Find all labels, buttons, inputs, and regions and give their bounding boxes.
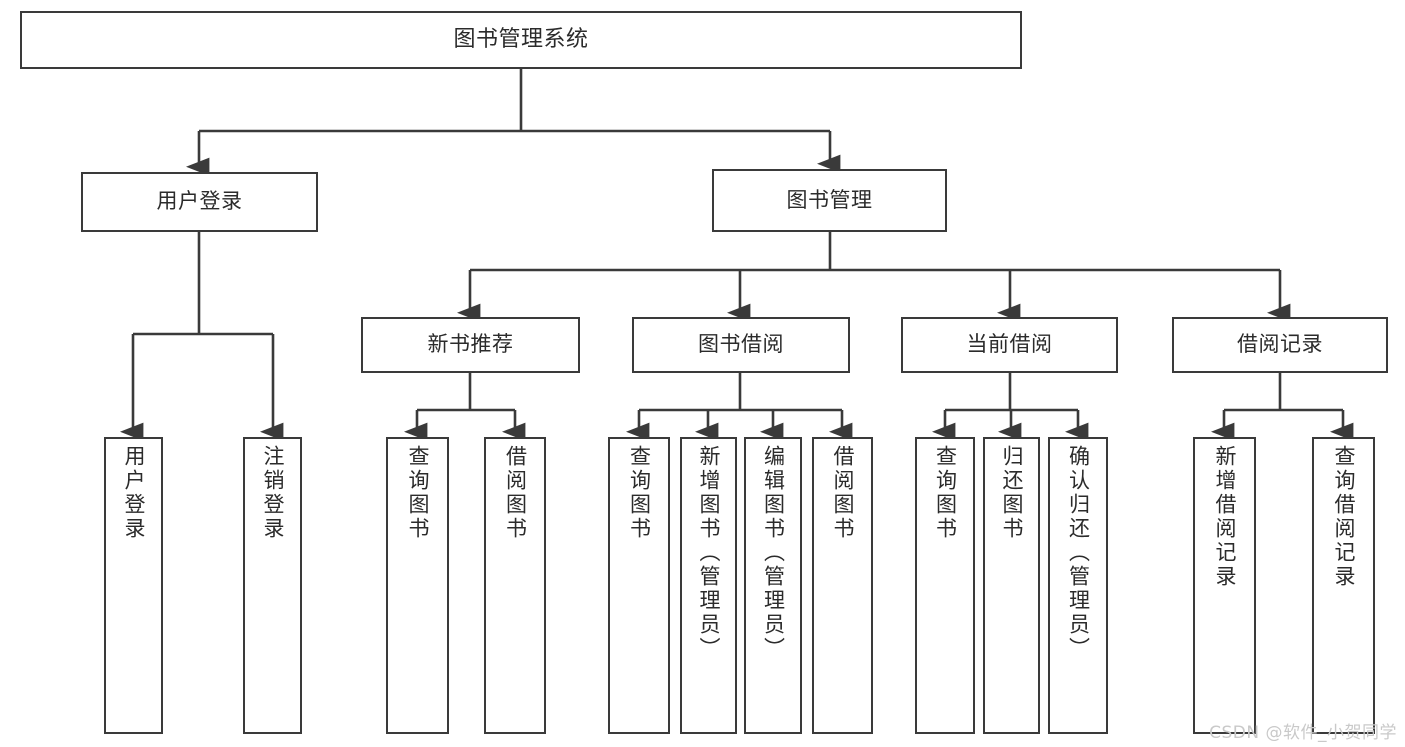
leaf-book-borrow-add-label: 新增图书（管理员） xyxy=(697,445,721,661)
node-new-book-recommend[interactable]: 新书推荐 xyxy=(361,317,580,373)
leaf-book-borrow-lend-label: 借阅图书 xyxy=(831,445,855,541)
leaf-current-borrow-confirm[interactable]: 确认归还（管理员） xyxy=(1048,437,1108,734)
leaf-book-borrow-query-label: 查询图书 xyxy=(627,445,652,541)
leaf-new-book-query[interactable]: 查询图书 xyxy=(386,437,449,734)
node-borrow-record[interactable]: 借阅记录 xyxy=(1172,317,1388,373)
leaf-book-borrow-lend[interactable]: 借阅图书 xyxy=(812,437,873,734)
leaf-borrow-record-add-label: 新增借阅记录 xyxy=(1213,445,1237,589)
leaf-book-borrow-add[interactable]: 新增图书（管理员） xyxy=(680,437,737,734)
leaf-new-book-borrow-label: 借阅图书 xyxy=(503,445,528,541)
leaf-borrow-record-query[interactable]: 查询借阅记录 xyxy=(1312,437,1375,734)
node-current-borrow[interactable]: 当前借阅 xyxy=(901,317,1118,373)
leaf-current-borrow-return-label: 归还图书 xyxy=(1000,445,1024,541)
leaf-book-borrow-edit-label: 编辑图书（管理员） xyxy=(761,445,786,661)
node-root-system[interactable]: 图书管理系统 xyxy=(20,11,1022,69)
leaf-book-borrow-edit[interactable]: 编辑图书（管理员） xyxy=(744,437,802,734)
leaf-new-book-borrow[interactable]: 借阅图书 xyxy=(484,437,546,734)
leaf-user-login-signout[interactable]: 注销登录 xyxy=(243,437,302,734)
leaf-current-borrow-query-label: 查询图书 xyxy=(933,445,958,541)
node-borrow-record-label: 借阅记录 xyxy=(1237,332,1323,357)
node-book-management-label: 图书管理 xyxy=(786,187,873,212)
leaf-new-book-query-label: 查询图书 xyxy=(406,445,430,541)
leaf-current-borrow-return[interactable]: 归还图书 xyxy=(983,437,1040,734)
node-new-book-recommend-label: 新书推荐 xyxy=(427,332,514,357)
node-user-login-label: 用户登录 xyxy=(156,189,243,214)
leaf-current-borrow-confirm-label: 确认归还（管理员） xyxy=(1066,445,1091,661)
leaf-borrow-record-add[interactable]: 新增借阅记录 xyxy=(1193,437,1256,734)
leaf-borrow-record-query-label: 查询借阅记录 xyxy=(1332,445,1356,589)
node-root-system-label: 图书管理系统 xyxy=(453,26,589,52)
node-current-borrow-label: 当前借阅 xyxy=(966,332,1053,357)
leaf-user-login-signout-label: 注销登录 xyxy=(261,445,285,541)
node-user-login[interactable]: 用户登录 xyxy=(81,172,318,232)
leaf-user-login-signin-label: 用户登录 xyxy=(122,445,146,541)
node-book-borrow[interactable]: 图书借阅 xyxy=(632,317,850,373)
node-book-borrow-label: 图书借阅 xyxy=(698,332,784,357)
node-book-management[interactable]: 图书管理 xyxy=(712,169,947,232)
csdn-watermark: CSDN @软件_小贺同学 xyxy=(1209,723,1397,743)
leaf-user-login-signin[interactable]: 用户登录 xyxy=(104,437,163,734)
leaf-book-borrow-query[interactable]: 查询图书 xyxy=(608,437,670,734)
leaf-current-borrow-query[interactable]: 查询图书 xyxy=(915,437,975,734)
